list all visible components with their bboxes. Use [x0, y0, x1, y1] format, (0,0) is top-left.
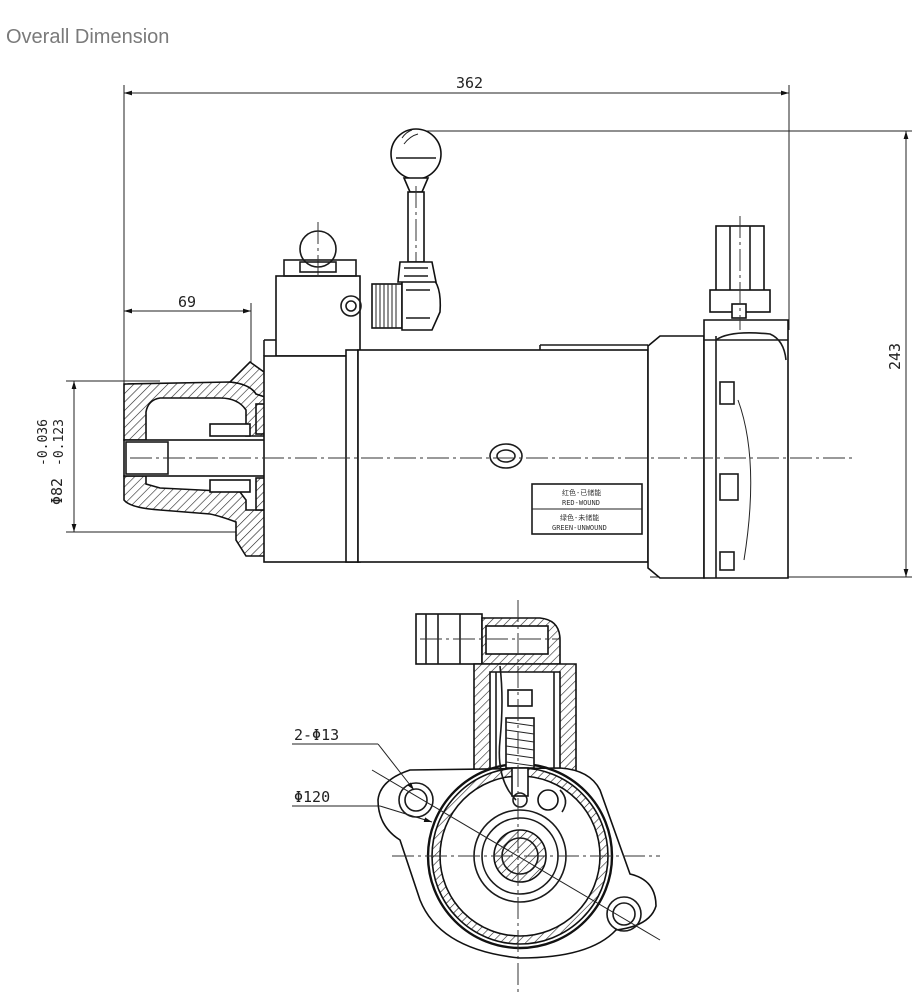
callout-2-phi13-label: 2-Φ13	[294, 726, 339, 744]
callout-phi120-label: Φ120	[294, 788, 330, 806]
dim-243-label: 243	[886, 343, 904, 370]
side-view: 362 243 69 Φ82 -0.036 -0.123	[36, 74, 912, 579]
spring-mechanism	[498, 665, 567, 813]
motor-housing: 红色-已储能 RED-WOUND 绿色-未储能 GREEN-UNWOUND	[345, 344, 649, 563]
page-title: Overall Dimension	[6, 26, 170, 48]
valve-body	[263, 222, 362, 563]
dim-phi82-label: Φ82	[48, 478, 66, 505]
callout-holes: 2-Φ13	[292, 726, 415, 791]
dimension-overall-length: 362	[123, 74, 790, 384]
dimension-shaft-diameter: Φ82 -0.036 -0.123	[36, 380, 250, 533]
nameplate-line2-cn: 绿色-未储能	[560, 513, 599, 522]
threaded-fitting	[371, 275, 442, 331]
indicator-knob	[709, 216, 771, 330]
end-view-port	[415, 613, 561, 665]
tolerance-lower-label: -0.123	[52, 419, 67, 466]
dim-362-label: 362	[456, 74, 483, 92]
dim-69-label: 69	[178, 293, 196, 311]
nameplate-line2-en: GREEN-UNWOUND	[552, 524, 607, 532]
callout-pitch-diameter: Φ120	[292, 788, 433, 823]
end-view: 2-Φ13 Φ120	[292, 600, 661, 994]
nameplate-line1-cn: 红色-已储能	[562, 488, 601, 497]
nameplate-line1-en: RED-WOUND	[562, 499, 600, 507]
tolerance-upper-label: -0.036	[36, 419, 51, 466]
hand-lever	[390, 128, 442, 283]
diagonal-centerline	[371, 769, 661, 941]
rear-end-cap	[647, 319, 789, 579]
dimension-flange-offset: 69	[124, 293, 252, 372]
